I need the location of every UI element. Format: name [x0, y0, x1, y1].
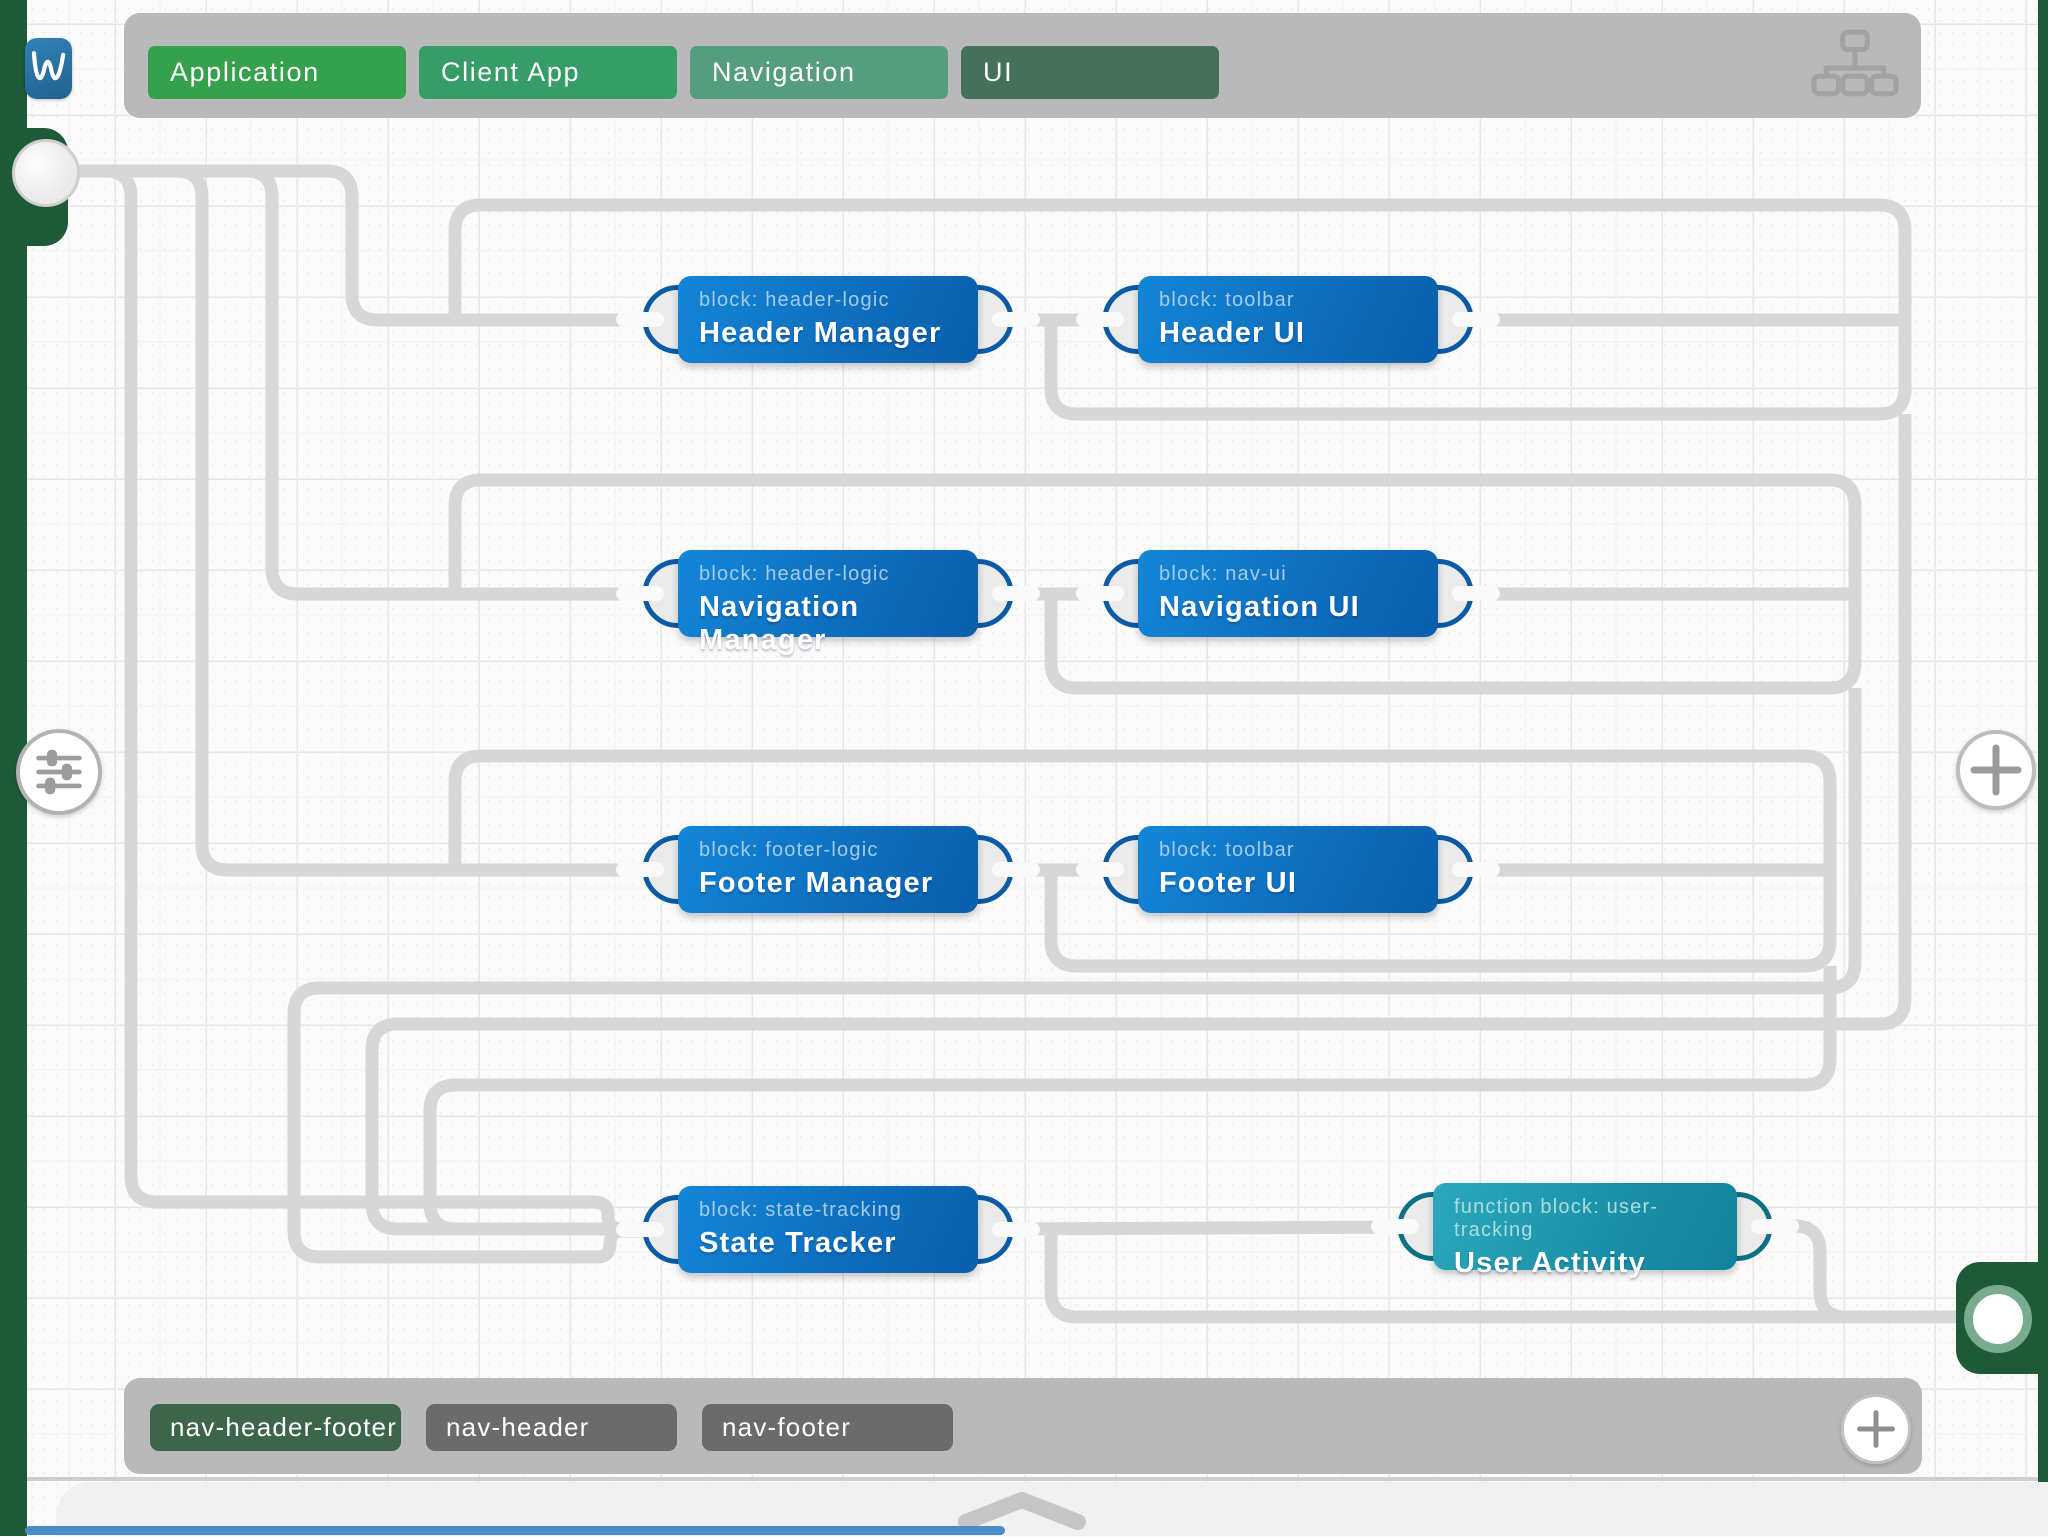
- port-wire-stub: [1076, 862, 1124, 877]
- node-meta: block: nav-ui: [1159, 563, 1287, 585]
- breadcrumb-item-client-app[interactable]: Client App: [419, 46, 677, 99]
- breadcrumb-item-navigation[interactable]: Navigation: [690, 46, 948, 99]
- graph-outport[interactable]: [1964, 1285, 2032, 1353]
- connection-wire[interactable]: [1044, 1229, 1992, 1324]
- port-wire-stub: [992, 1222, 1040, 1237]
- node-label: Header Manager: [699, 317, 942, 349]
- library-item-nav-header-footer[interactable]: nav-header-footer: [150, 1404, 401, 1451]
- graph-inport[interactable]: [12, 139, 80, 207]
- port-wire-stub: [616, 312, 664, 327]
- zoom-in-button[interactable]: [1956, 730, 2036, 810]
- breadcrumb-item-ui[interactable]: UI: [961, 46, 1219, 99]
- wave-logo-icon: [31, 50, 65, 80]
- node-label: User Activity: [1454, 1247, 1646, 1279]
- connection-wire[interactable]: [989, 1220, 1441, 1236]
- connection-wire[interactable]: [448, 473, 1862, 695]
- plus-icon: [1857, 1410, 1895, 1448]
- node-label: Navigation Manager: [699, 591, 860, 656]
- port-wire-stub: [1452, 312, 1500, 327]
- port-wire-stub: [1452, 586, 1500, 601]
- connection-wire[interactable]: [70, 164, 660, 1236]
- breadcrumb-item-application[interactable]: Application: [148, 46, 406, 99]
- port-wire-stub: [616, 862, 664, 877]
- canvas-bottom-edge: [0, 1477, 2048, 1481]
- port-wire-stub: [992, 586, 1040, 601]
- port-wire-stub: [1371, 1219, 1419, 1234]
- node-label: Header UI: [1159, 317, 1306, 349]
- chevron-up-icon: [958, 1492, 1086, 1530]
- right-frame-strip: [2038, 0, 2048, 1536]
- port-wire-stub: [1076, 312, 1124, 327]
- node-meta: function block: user-tracking: [1454, 1196, 1659, 1241]
- sitemap-icon[interactable]: [1807, 27, 1903, 109]
- sliders-icon: [36, 749, 82, 795]
- library-item-nav-header[interactable]: nav-header: [426, 1404, 677, 1451]
- node-meta: block: state-tracking: [699, 1199, 903, 1221]
- connection-wire[interactable]: [70, 164, 660, 327]
- node-label: Footer UI: [1159, 867, 1298, 899]
- app-logo[interactable]: [25, 38, 72, 99]
- node-meta: block: toolbar: [1159, 839, 1295, 861]
- connection-wire[interactable]: [448, 749, 1837, 973]
- library-item-nav-footer[interactable]: nav-footer: [702, 1404, 953, 1451]
- plus-icon: [1970, 744, 2022, 796]
- port-wire-stub: [992, 862, 1040, 877]
- connection-wire[interactable]: [70, 164, 660, 877]
- node-label: State Tracker: [699, 1227, 897, 1259]
- settings-button[interactable]: [16, 729, 102, 815]
- port-wire-stub: [1452, 862, 1500, 877]
- connection-wire[interactable]: [365, 414, 1912, 1236]
- port-wire-stub: [616, 1222, 664, 1237]
- horizontal-scrollbar-thumb[interactable]: [25, 1526, 1005, 1535]
- connection-wire[interactable]: [448, 198, 1912, 421]
- add-component-button[interactable]: [1841, 1394, 1911, 1464]
- node-meta: block: toolbar: [1159, 289, 1295, 311]
- node-meta: block: header-logic: [699, 289, 890, 311]
- node-meta: block: footer-logic: [699, 839, 879, 861]
- port-wire-stub: [1751, 1219, 1799, 1234]
- port-wire-stub: [992, 312, 1040, 327]
- connection-wire[interactable]: [70, 164, 660, 601]
- library-bar: nav-header-footer nav-header nav-footer: [124, 1378, 1922, 1474]
- connection-wire[interactable]: [1742, 1219, 1992, 1324]
- port-wire-stub: [1076, 586, 1124, 601]
- node-meta: block: header-logic: [699, 563, 890, 585]
- expand-drawer-button[interactable]: [952, 1490, 1092, 1537]
- node-label: Navigation UI: [1159, 591, 1360, 623]
- connection-wire[interactable]: [423, 966, 1837, 1236]
- node-label: Footer Manager: [699, 867, 934, 899]
- port-wire-stub: [616, 586, 664, 601]
